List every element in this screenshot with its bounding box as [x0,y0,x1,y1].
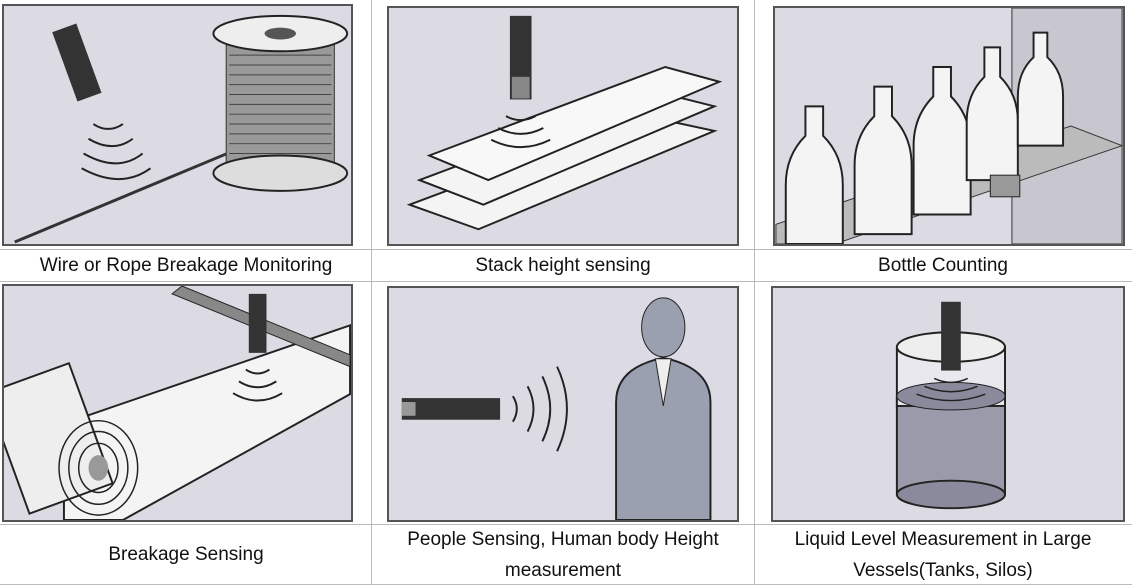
stacked-boards-illustration [387,6,739,246]
caption-stack-height: Stack height sensing [372,249,754,282]
person-sensor-illustration [387,286,739,522]
caption-wire-rope-breakage: Wire or Rope Breakage Monitoring [0,249,372,282]
wire-spool-illustration [2,4,353,246]
caption-bottle-counting: Bottle Counting [754,249,1132,282]
bottles-conveyor-illustration [773,6,1125,246]
paper-roll-illustration [2,284,353,522]
column-divider [754,0,755,585]
caption-people-sensing: People Sensing, Human body Height measur… [372,524,754,585]
column-divider [371,0,372,585]
caption-liquid-level: Liquid Level Measurement in Large Vessel… [754,524,1132,585]
caption-breakage-sensing: Breakage Sensing [0,524,372,585]
tank-level-illustration [771,286,1125,522]
